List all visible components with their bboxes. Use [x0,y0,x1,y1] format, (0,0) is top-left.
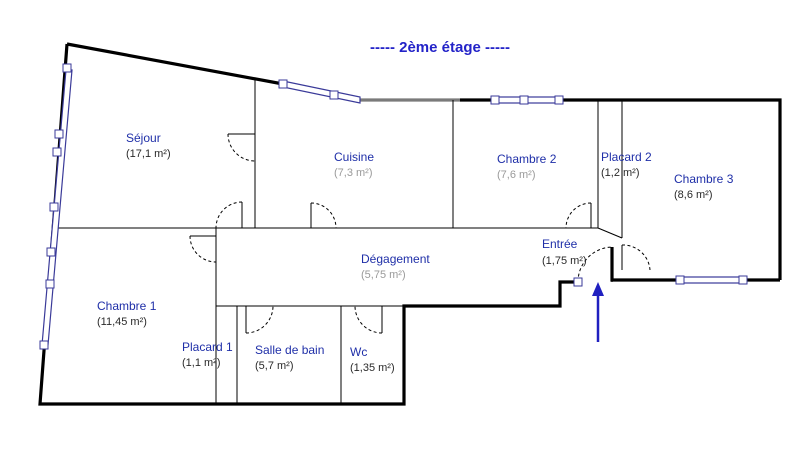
room-wc: Wc (1,35 m²) [350,345,395,374]
room-chambre-3: Chambre 3 (8,6 m²) [674,172,734,201]
room-placard-2: Placard 2 (1,2 m²) [601,150,652,179]
room-cuisine: Cuisine (7,3 m²) [334,150,374,179]
room-area: (7,3 m²) [334,167,373,179]
room-area: (1,2 m²) [601,167,640,179]
room-name: Chambre 1 [97,299,157,313]
room-name: Séjour [126,131,161,145]
room-area: (1,35 m²) [350,362,395,374]
room-area: (1,75 m²) [542,255,587,267]
exterior-walls [38,42,782,406]
room-name: Placard 1 [182,340,233,354]
room-area: (7,6 m²) [497,169,536,181]
room-chambre-2: Chambre 2 (7,6 m²) [497,152,557,181]
room-area: (5,7 m²) [255,360,294,372]
room-area: (17,1 m²) [126,148,171,160]
windows [39,63,748,350]
doors [189,133,651,334]
room-name: Placard 2 [601,150,652,164]
room-name: Chambre 2 [497,152,557,166]
room-entree: Entrée (1,75 m²) [542,237,587,267]
room-name: Wc [350,345,367,359]
entrance-arrow-icon [592,282,604,342]
room-area: (11,45 m²) [97,316,147,328]
interior-walls [54,80,623,404]
room-name: Chambre 3 [674,172,734,186]
room-placard-1: Placard 1 (1,1 m²) [182,340,233,369]
room-area: (8,6 m²) [674,189,713,201]
room-degagement: Dégagement (5,75 m²) [361,252,430,281]
floor-title: ----- 2ème étage ----- [370,39,510,56]
room-area: (5,75 m²) [361,269,406,281]
room-sejour: Séjour (17,1 m²) [126,131,171,160]
room-name: Cuisine [334,150,374,164]
room-salle-de-bain: Salle de bain (5,7 m²) [255,343,324,372]
room-area: (1,1 m²) [182,357,221,369]
room-chambre-1: Chambre 1 (11,45 m²) [97,299,157,328]
room-name: Entrée [542,237,578,251]
room-name: Dégagement [361,252,430,266]
room-name: Salle de bain [255,343,324,357]
